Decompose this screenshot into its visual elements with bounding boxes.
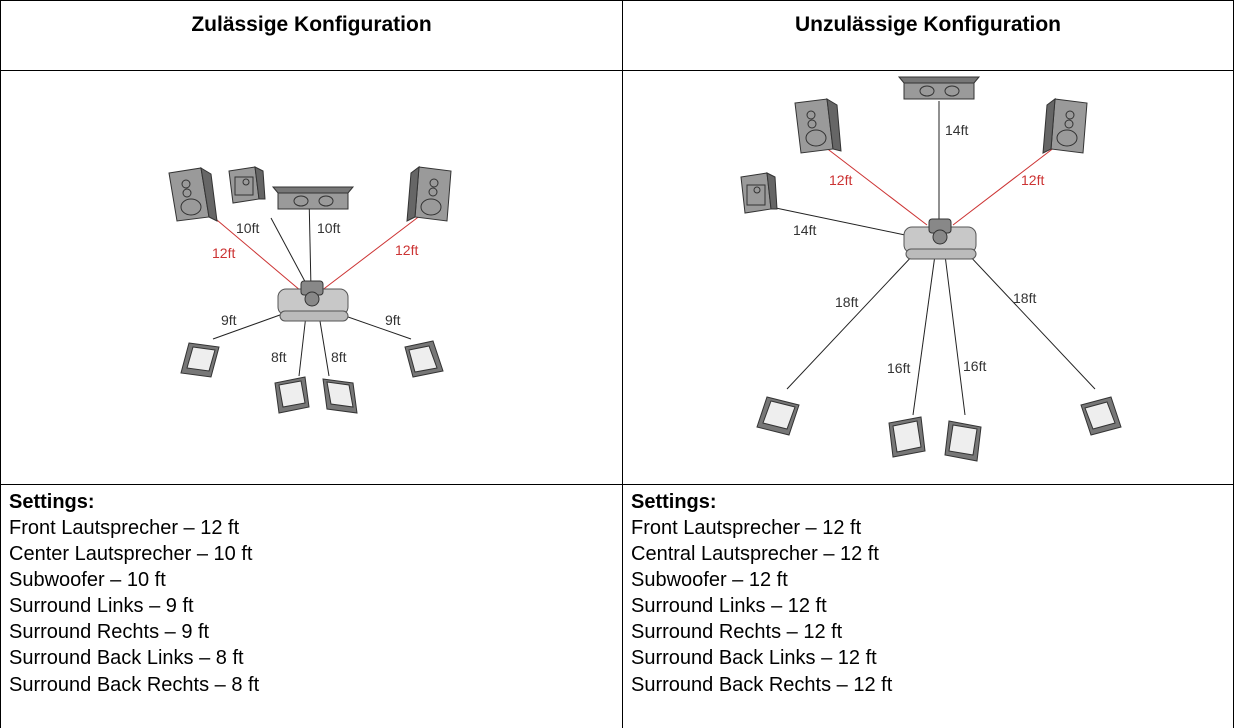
label-surround-left-distance: 18ft (835, 294, 858, 310)
subwoofer-line (270, 217, 310, 290)
label-surround-back-left-distance: 8ft (271, 349, 287, 365)
surround-back-right-line (944, 254, 966, 416)
settings-title-not-allowed: Settings: (631, 491, 717, 513)
speaker-surround-left-icon (180, 342, 220, 378)
settings-list-allowed: Front Lautsprecher – 12 ft Center Lautsp… (9, 515, 259, 698)
label-surround-right-distance: 18ft (1013, 290, 1036, 306)
settings-item: Central Lautsprecher – 12 ft (631, 543, 879, 566)
settings-cell-left: Settings: Front Lautsprecher – 12 ft Cen… (0, 484, 622, 728)
label-front-right-distance: 12ft (395, 242, 418, 258)
sofa-listener-icon (277, 280, 349, 322)
settings-item: Surround Rechts – 9 ft (9, 621, 210, 644)
diagram-cell-right: 14ft 12ft 12ft 14ft 18ft 18ft 16ft 16ft (622, 70, 1234, 484)
surround-back-right-line (318, 314, 330, 377)
front-right-line (320, 214, 422, 292)
settings-item: Surround Back Rechts – 8 ft (9, 673, 260, 696)
speaker-center-icon (897, 76, 981, 100)
not-allowed-speaker-diagram: 14ft 12ft 12ft 14ft 18ft 18ft 16ft 16ft (740, 76, 1122, 462)
speaker-surround-left-icon (756, 396, 800, 436)
subwoofer-icon (740, 172, 778, 214)
settings-title-allowed: Settings: (9, 491, 95, 513)
surround-left-line (786, 252, 916, 390)
settings-item: Center Lautsprecher – 10 ft (9, 543, 253, 566)
settings-item: Subwoofer – 10 ft (9, 569, 166, 592)
front-right-line (952, 146, 1056, 226)
settings-item: Surround Rechts – 12 ft (631, 621, 843, 644)
settings-item: Surround Back Rechts – 12 ft (631, 673, 893, 696)
header-not-allowed: Unzulässige Konfiguration (794, 13, 1061, 36)
settings-item: Surround Links – 12 ft (631, 595, 827, 618)
settings-item: Front Lautsprecher – 12 ft (9, 517, 240, 539)
header-cell-left: Zulässige Konfiguration (0, 0, 622, 70)
speaker-surround-back-left-icon (274, 376, 310, 414)
settings-list-not-allowed: Front Lautsprecher – 12 ft Central Lauts… (631, 515, 892, 698)
speaker-front-left-icon (168, 167, 218, 222)
speaker-surround-back-left-icon (888, 416, 926, 458)
speaker-center-icon (271, 186, 355, 210)
diagram-cell-left: 10ft 10ft 12ft 12ft 9ft 9ft 8ft 8ft (0, 70, 622, 484)
label-surround-right-distance: 9ft (385, 312, 401, 328)
surround-back-left-line (298, 314, 307, 377)
label-center-distance: 14ft (945, 122, 968, 138)
label-surround-back-left-distance: 16ft (887, 360, 910, 376)
settings-item: Subwoofer – 12 ft (631, 569, 788, 592)
front-left-line (824, 146, 928, 226)
center-line (308, 194, 312, 290)
speaker-surround-back-right-icon (944, 420, 982, 462)
settings-cell-right: Settings: Front Lautsprecher – 12 ft Cen… (622, 484, 1234, 728)
subwoofer-line (770, 206, 906, 236)
header-allowed: Zulässige Konfiguration (191, 13, 432, 36)
speaker-front-right-icon (406, 165, 452, 222)
label-subwoofer-distance: 14ft (793, 222, 816, 238)
settings-item: Surround Back Links – 8 ft (9, 647, 244, 670)
settings-item: Surround Back Links – 12 ft (631, 647, 877, 670)
header-cell-right: Unzulässige Konfiguration (622, 0, 1234, 70)
settings-item: Surround Links – 9 ft (9, 595, 194, 618)
label-front-left-distance: 12ft (829, 172, 852, 188)
front-left-line (210, 214, 302, 292)
label-front-right-distance: 12ft (1021, 172, 1044, 188)
surround-right-line (966, 252, 1096, 390)
speaker-surround-right-icon (1080, 396, 1122, 436)
surround-back-left-line (912, 254, 936, 416)
speaker-front-left-icon (794, 98, 842, 154)
settings-item: Front Lautsprecher – 12 ft (631, 517, 862, 539)
label-surround-back-right-distance: 16ft (963, 358, 986, 374)
label-surround-left-distance: 9ft (221, 312, 237, 328)
surround-left-line (212, 310, 292, 340)
allowed-speaker-diagram: 10ft 10ft 12ft 12ft 9ft 9ft 8ft 8ft (168, 165, 452, 414)
speaker-surround-right-icon (404, 340, 444, 378)
label-surround-back-right-distance: 8ft (331, 349, 347, 365)
label-front-left-distance: 12ft (212, 245, 235, 261)
speaker-front-right-icon (1042, 97, 1088, 154)
sofa-listener-icon (903, 218, 977, 260)
label-subwoofer-distance: 10ft (236, 220, 259, 236)
speaker-surround-back-right-icon (322, 378, 358, 414)
label-center-distance: 10ft (317, 220, 340, 236)
subwoofer-icon (228, 166, 266, 204)
